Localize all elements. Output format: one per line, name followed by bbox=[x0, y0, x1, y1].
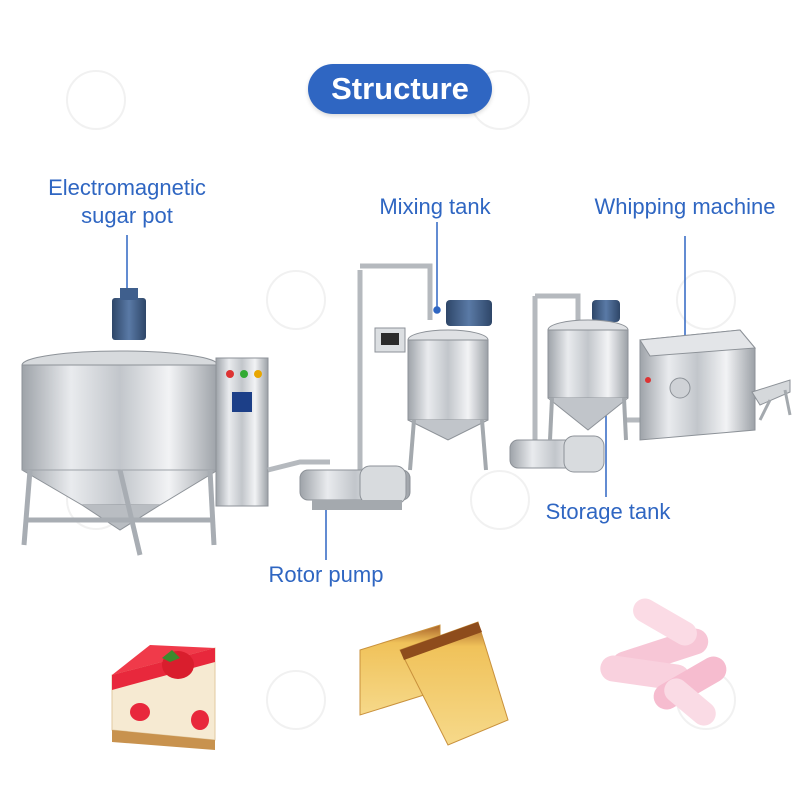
whipping-machine bbox=[639, 329, 792, 441]
sponge-cake-bars bbox=[359, 621, 509, 746]
watermark-logo bbox=[470, 470, 530, 530]
sugar-pot-machine bbox=[21, 288, 269, 556]
watermark-logo bbox=[266, 270, 326, 330]
storage-tank-label: Storage tank bbox=[545, 499, 671, 524]
strawberry-cheesecake-slice bbox=[111, 645, 216, 750]
sugar-pot-label-line1: Electromagnetic bbox=[48, 175, 206, 200]
pipework bbox=[267, 263, 640, 473]
watermark-logo bbox=[266, 670, 326, 730]
transfer-pump bbox=[509, 435, 605, 473]
storage-tank bbox=[547, 300, 629, 441]
structure-title: Structure bbox=[308, 64, 492, 114]
rotor-pump bbox=[299, 465, 411, 510]
sugar-pot-label-line2: sugar pot bbox=[81, 203, 173, 228]
mixing-tank bbox=[374, 300, 492, 471]
watermark-logo bbox=[66, 70, 126, 130]
rotor-pump-label: Rotor pump bbox=[268, 562, 384, 587]
whipping-machine-label: Whipping machine bbox=[594, 194, 776, 219]
mixing-tank-pointer-dot bbox=[433, 306, 441, 314]
sugar-pot-label: Electromagnetic sugar pot bbox=[18, 174, 236, 230]
mixing-tank-label: Mixing tank bbox=[379, 194, 491, 219]
watermark-logo bbox=[676, 270, 736, 330]
marshmallow-twists bbox=[600, 598, 727, 726]
